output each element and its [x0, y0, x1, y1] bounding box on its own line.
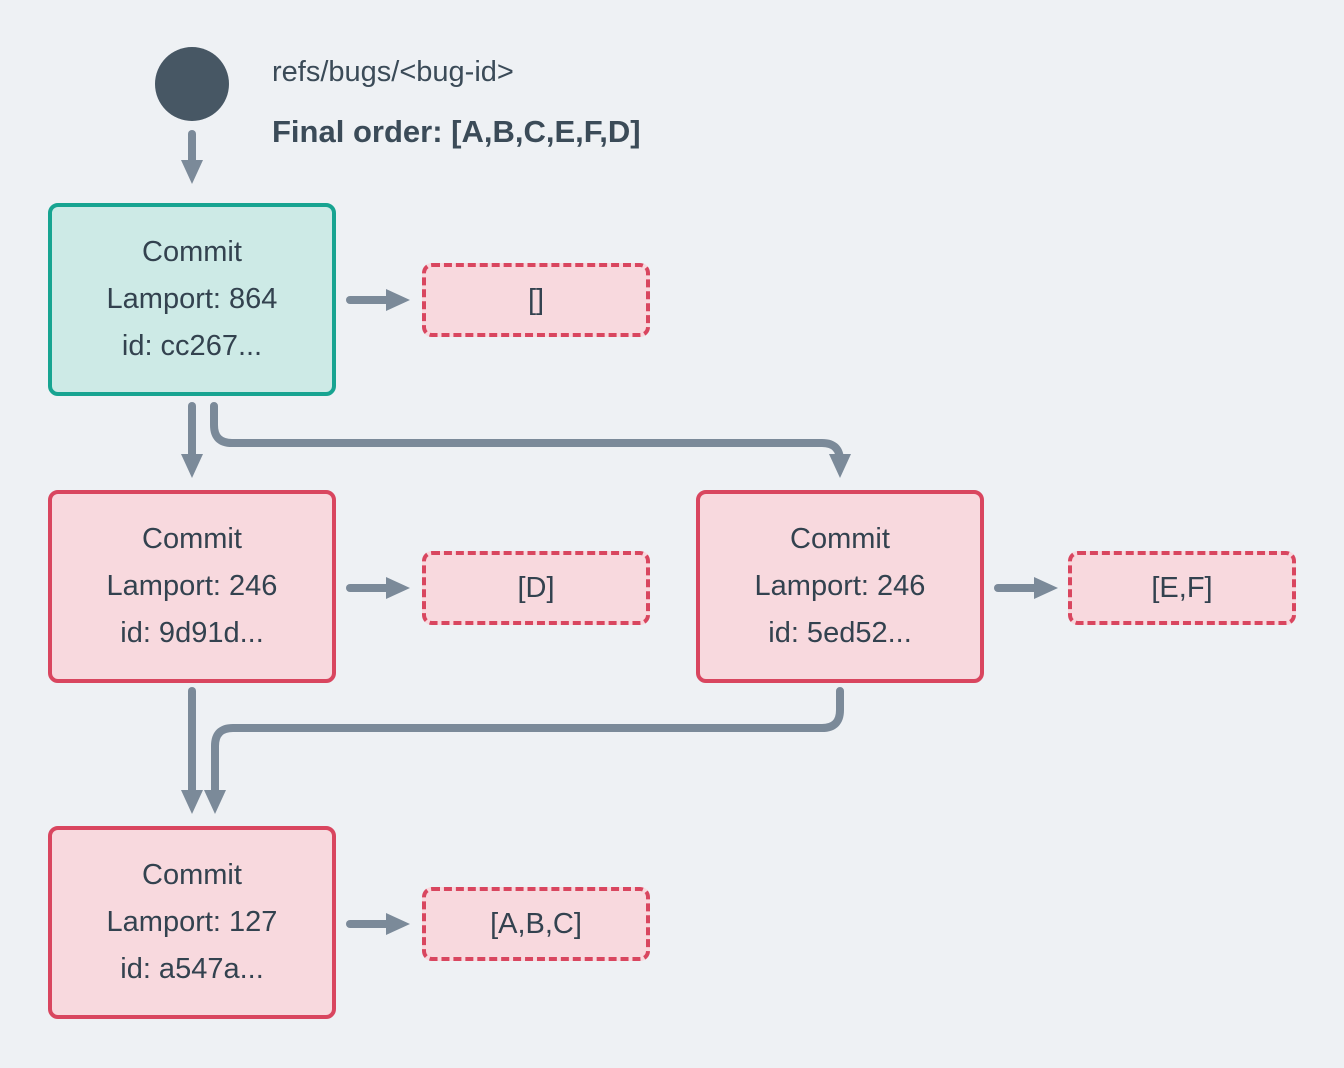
operations-list-root: [] — [422, 263, 650, 337]
operations-list-left: [D] — [422, 551, 650, 625]
operations-list-bottom: [A,B,C] — [422, 887, 650, 961]
commit-node-bottom: Commit Lamport: 127 id: a547a... — [48, 826, 336, 1019]
commit-title: Commit — [142, 859, 242, 891]
commit-id: id: 5ed52... — [768, 617, 912, 649]
commit-title: Commit — [142, 523, 242, 555]
commit-node-right: Commit Lamport: 246 id: 5ed52... — [696, 490, 984, 683]
final-order-label: Final order: [A,B,C,E,F,D] — [272, 114, 641, 149]
commit-node-left: Commit Lamport: 246 id: 9d91d... — [48, 490, 336, 683]
commit-id: id: 9d91d... — [120, 617, 264, 649]
commit-title: Commit — [142, 236, 242, 268]
edge-root-to-right — [210, 402, 851, 478]
commit-id: id: a547a... — [120, 953, 264, 985]
commit-lamport: Lamport: 864 — [106, 283, 278, 315]
commit-id: id: cc267... — [121, 330, 263, 362]
commit-lamport: Lamport: 246 — [754, 570, 926, 602]
ref-head-circle-icon — [155, 47, 229, 121]
commit-node-root: Commit Lamport: 864 id: cc267... — [48, 203, 336, 396]
ref-name-label: refs/bugs/<bug-id> — [272, 56, 514, 88]
edge-right-to-bottom — [204, 687, 844, 814]
commit-lamport: Lamport: 127 — [106, 906, 278, 938]
commit-lamport: Lamport: 246 — [106, 570, 278, 602]
commit-title: Commit — [790, 523, 890, 555]
operations-list-right: [E,F] — [1068, 551, 1296, 625]
